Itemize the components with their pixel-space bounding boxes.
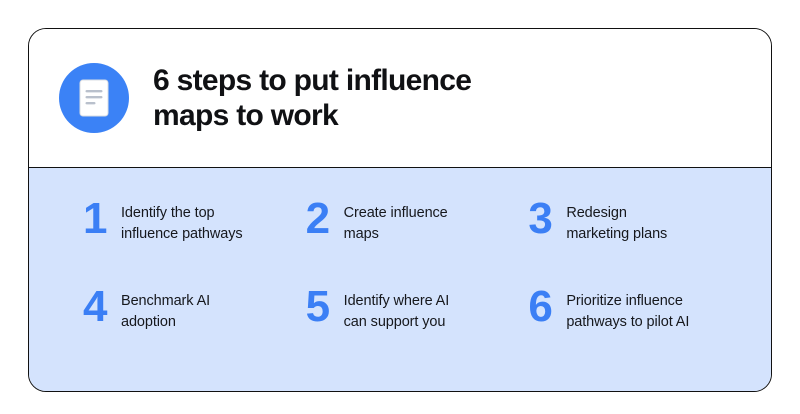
card-header: 6 steps to put influence maps to work <box>29 29 771 168</box>
steps-card: 6 steps to put influence maps to work 1 … <box>28 28 772 392</box>
step-item-2: 2 Create influence maps <box>306 194 519 278</box>
step-number-5: 5 <box>305 281 330 331</box>
step-label-4: Benchmark AI adoption <box>121 292 211 330</box>
step-label-6: Prioritize influence pathways to pilot A… <box>566 292 690 330</box>
step-number-1: 1 <box>83 194 107 243</box>
step-number-4: 4 <box>83 281 107 331</box>
step-label-3: Redesign marketing plans <box>566 205 668 243</box>
document-lines-icon <box>59 63 129 133</box>
page-title: 6 steps to put influence maps to work <box>153 63 472 132</box>
step-label-2: Create influence maps <box>343 205 448 243</box>
step-item-1: 1 Identify the top influence pathways <box>83 194 296 278</box>
step-item-3: 3 Redesign marketing plans <box>528 194 741 278</box>
step-label-5: Identify where AI can support you <box>343 292 450 330</box>
step-item-4: 4 Benchmark AI adoption <box>83 282 296 366</box>
step-number-3: 3 <box>528 194 552 243</box>
step-number-2: 2 <box>305 194 330 243</box>
step-label-1: Identify the top influence pathways <box>121 205 243 243</box>
step-item-6: 6 Prioritize influence pathways to pilot… <box>528 282 741 366</box>
step-item-5: 5 Identify where AI can support you <box>306 282 519 366</box>
steps-grid: 1 Identify the top influence pathways 2 … <box>29 168 771 391</box>
step-number-6: 6 <box>528 281 552 331</box>
